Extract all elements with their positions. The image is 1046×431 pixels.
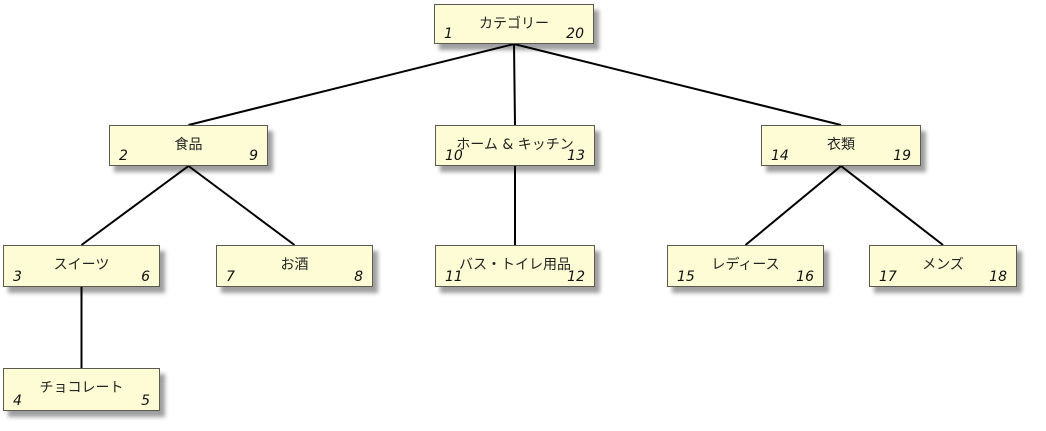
- node-left-value: 11: [445, 269, 463, 285]
- edge-root-clothing: [513, 43, 842, 126]
- node-right-value: 20: [566, 26, 584, 42]
- node-left-value: 4: [13, 393, 22, 409]
- edge-food-sweets: [80, 165, 190, 246]
- node-mens: メンズ 17 18: [869, 245, 1017, 287]
- node-root: カテゴリー 1 20: [434, 4, 594, 44]
- node-label: お酒: [280, 257, 309, 273]
- node-label: 食品: [174, 137, 203, 153]
- edge-food-alcohol: [187, 165, 296, 246]
- node-label: チョコレート: [39, 380, 124, 396]
- node-left-value: 3: [13, 269, 22, 285]
- node-right-value: 6: [141, 269, 150, 285]
- node-left-value: 7: [226, 269, 235, 285]
- node-sweets: スイーツ 3 6: [3, 245, 160, 287]
- node-label: カテゴリー: [479, 16, 549, 32]
- edge-root-home: [513, 43, 516, 126]
- node-label: スイーツ: [53, 257, 110, 273]
- node-left-value: 14: [771, 148, 789, 164]
- node-bath-toilet: バス・トイレ用品 11 12: [435, 245, 595, 287]
- node-alcohol: お酒 7 8: [216, 245, 373, 287]
- node-left-value: 10: [445, 148, 463, 164]
- node-label: 衣類: [827, 137, 855, 153]
- node-label: バス・トイレ用品: [459, 257, 571, 273]
- node-left-value: 2: [119, 148, 128, 164]
- edge-clothing-ladies: [744, 165, 842, 246]
- node-right-value: 13: [567, 148, 585, 164]
- node-right-value: 9: [249, 148, 258, 164]
- node-chocolate: チョコレート 4 5: [3, 368, 160, 411]
- node-label: メンズ: [922, 257, 964, 273]
- node-food: 食品 2 9: [109, 125, 268, 166]
- node-label: レディース: [711, 257, 780, 273]
- node-ladies: レディース 15 16: [667, 245, 824, 287]
- node-left-value: 17: [879, 269, 897, 285]
- node-right-value: 16: [796, 269, 814, 285]
- node-left-value: 1: [444, 26, 453, 42]
- node-right-value: 19: [893, 148, 911, 164]
- node-label: ホーム & キッチン: [456, 137, 574, 153]
- node-right-value: 12: [567, 269, 585, 285]
- node-right-value: 5: [141, 393, 150, 409]
- node-home-kitchen: ホーム & キッチン 10 13: [435, 125, 595, 166]
- edge-clothing-mens: [840, 165, 944, 246]
- node-clothing: 衣類 14 19: [761, 125, 921, 166]
- edge-root-food: [188, 43, 515, 126]
- node-right-value: 8: [354, 269, 363, 285]
- node-left-value: 15: [677, 269, 695, 285]
- node-right-value: 18: [989, 269, 1007, 285]
